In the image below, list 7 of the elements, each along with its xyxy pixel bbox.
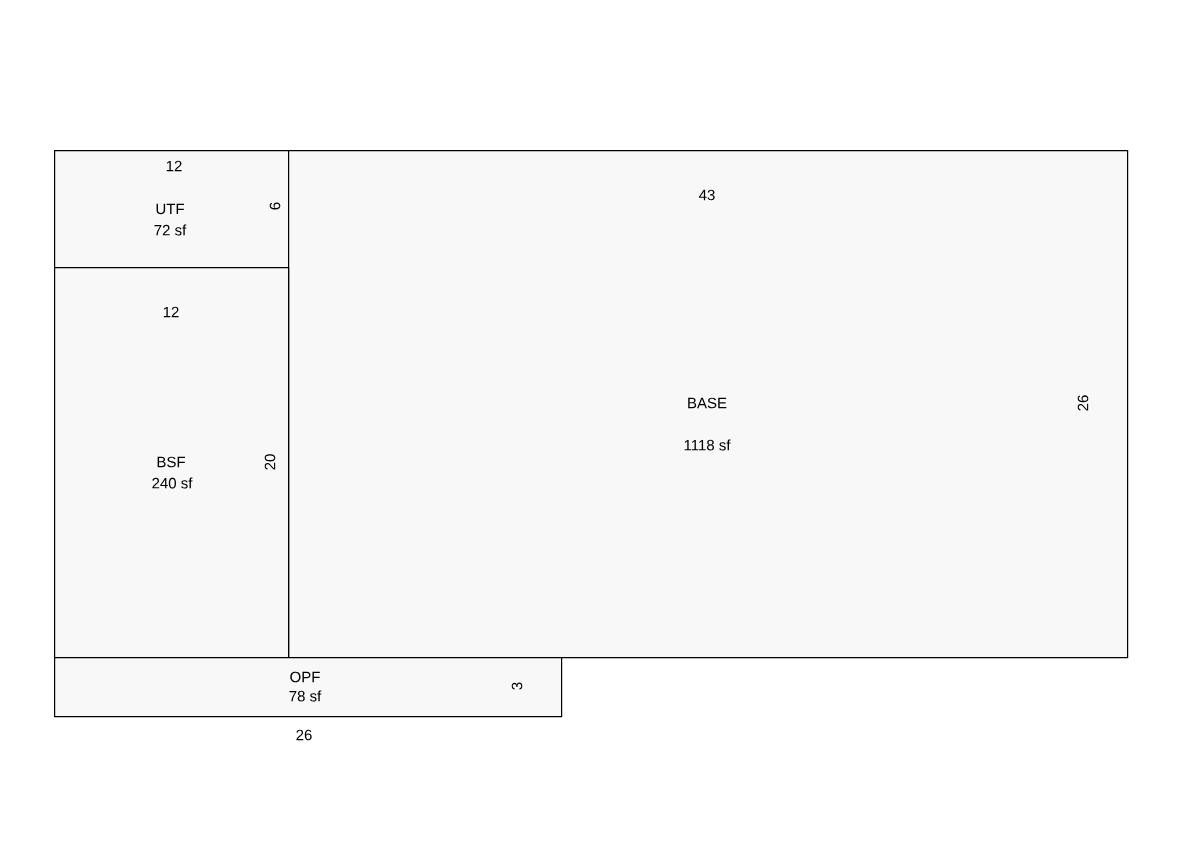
- dimension-label: 20: [264, 454, 276, 470]
- dimension-label: 6: [269, 202, 281, 210]
- dimension-label: 43: [699, 189, 715, 201]
- dimension-label: 12: [163, 306, 179, 318]
- dimension-label: 12: [166, 160, 182, 172]
- dimension-label: 26: [1077, 395, 1089, 411]
- dimension-label: 3: [511, 682, 523, 690]
